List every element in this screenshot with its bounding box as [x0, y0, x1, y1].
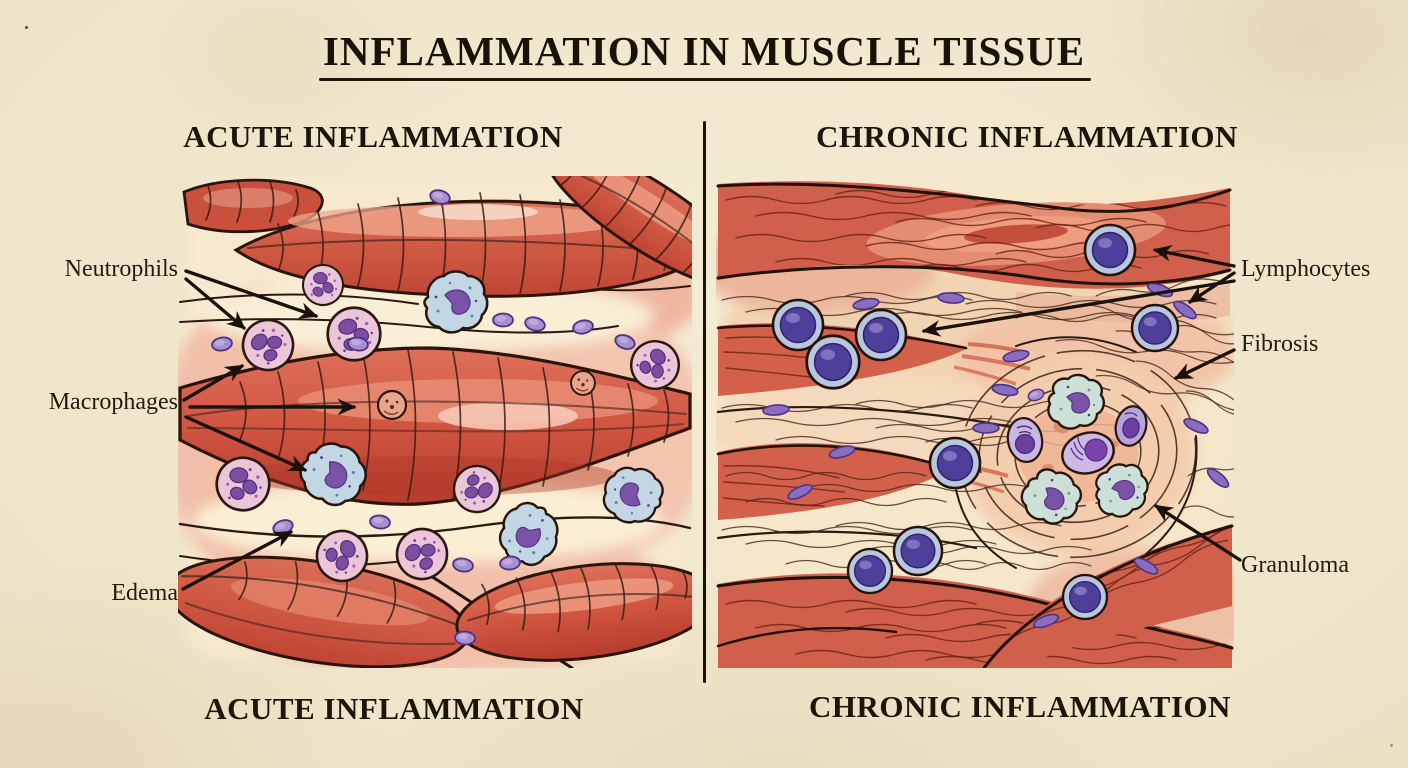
neutrophil-cell	[326, 306, 382, 362]
small-cell	[453, 629, 477, 647]
muscle-bundle	[716, 573, 1234, 668]
lymphocyte-cell	[1130, 303, 1180, 353]
acute-panel-illustration	[178, 176, 692, 668]
acute-heading-top: ACUTE INFLAMMATION	[183, 119, 563, 154]
chronic-heading-top: CHRONIC INFLAMMATION	[816, 119, 1238, 154]
lymphocyte-cell	[846, 547, 894, 595]
macrophage-cell	[423, 270, 489, 334]
label-lymphocytes: Lymphocytes	[1241, 256, 1371, 282]
chronic-panel-illustration	[716, 181, 1234, 668]
fibrosis-lines	[716, 265, 1234, 571]
lymphocyte-cell	[1061, 573, 1109, 621]
label-fibrosis: Fibrosis	[1241, 331, 1319, 357]
epithelioid-cell	[1047, 373, 1105, 430]
center-divider-line	[703, 121, 706, 683]
paper-speck	[25, 26, 28, 29]
paper-speck	[1390, 744, 1393, 747]
embedded-cell	[570, 370, 596, 396]
muscle-fiber	[233, 192, 692, 298]
lymphocyte-cell	[892, 525, 944, 577]
lymphocyte-cell	[928, 436, 982, 490]
muscle-fiber	[182, 178, 324, 234]
lymphocyte-cell	[805, 334, 861, 390]
page-title: INFLAMMATION IN MUSCLE TISSUE	[322, 28, 1086, 74]
chronic-caption-bottom: CHRONIC INFLAMMATION	[809, 689, 1231, 724]
granuloma-giant-cell	[1061, 431, 1115, 475]
lymphocyte-cell	[854, 308, 908, 362]
label-neutrophils: Neutrophils	[64, 256, 178, 282]
title-underline	[319, 78, 1091, 81]
lymphocyte-cell	[1083, 223, 1137, 277]
embedded-cell	[376, 389, 408, 421]
small-cell	[492, 312, 514, 328]
granuloma-lymphoid-cell	[1006, 417, 1044, 463]
label-edema: Edema	[111, 580, 178, 606]
muscle-fiber	[455, 562, 692, 662]
muscle-fiber	[544, 176, 692, 289]
label-granuloma: Granuloma	[1241, 552, 1349, 578]
acute-caption-bottom: ACUTE INFLAMMATION	[204, 691, 584, 726]
granuloma-lymphoid-cell	[1114, 405, 1148, 447]
label-macrophages: Macrophages	[48, 389, 178, 415]
